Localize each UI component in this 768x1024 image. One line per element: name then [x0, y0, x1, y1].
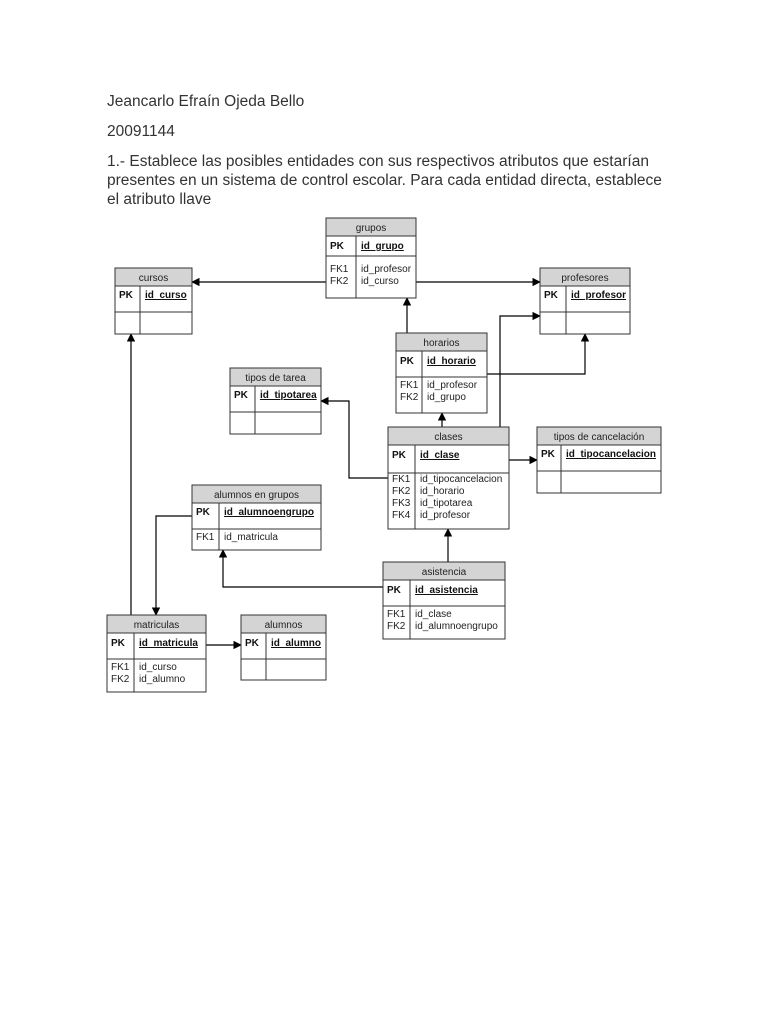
entity-title: asistencia	[422, 567, 467, 578]
entity-title: matriculas	[134, 620, 180, 631]
entity-title: profesores	[561, 273, 608, 284]
pk-attribute: id_horario	[427, 356, 476, 367]
pk-label: PK	[111, 638, 126, 649]
fk-attribute: id_matricula	[224, 532, 278, 543]
pk-attribute: id_grupo	[361, 241, 404, 252]
entity-title: tipos de cancelación	[554, 432, 645, 443]
fk-attribute: id_profesor	[420, 510, 471, 521]
entity-title: horarios	[423, 338, 459, 349]
pk-attribute: id_tipotarea	[260, 390, 317, 401]
entity-header	[325, 217, 417, 237]
relationship-horarios-to-profesores	[487, 333, 590, 375]
student-id: 20091144	[107, 123, 175, 140]
fk-attribute: id_grupo	[427, 392, 466, 403]
fk-label: FK2	[392, 486, 411, 497]
fk-attribute: id_tipocancelacion	[420, 474, 502, 485]
pk-label: PK	[400, 356, 415, 367]
pk-attribute: id_asistencia	[415, 585, 478, 596]
pk-label: PK	[245, 638, 260, 649]
fk-attribute: id_curso	[361, 276, 399, 287]
question-line-1: 1.- Establece las posibles entidades con…	[107, 153, 649, 170]
question-line-2: presentes en un sistema de control escol…	[107, 172, 662, 189]
relationship-asistencia-to-alumnos-grupos	[218, 549, 383, 588]
pk-attribute: id_alumno	[271, 638, 321, 649]
entity-title: alumnos	[265, 620, 303, 631]
pk-attribute: id_matricula	[139, 638, 198, 649]
pk-attribute: id_profesor	[571, 290, 626, 301]
entity-title: cursos	[139, 273, 168, 284]
pk-label: PK	[119, 290, 134, 301]
fk-label: FK2	[387, 621, 406, 632]
fk-label: FK3	[392, 498, 411, 509]
entity-header	[536, 426, 662, 446]
entity-header	[240, 614, 327, 634]
fk-attribute: id_horario	[420, 486, 465, 497]
author-name: Jeancarlo Efraín Ojeda Bello	[107, 93, 305, 110]
entity-title: alumnos en grupos	[214, 490, 299, 501]
fk-label: FK1	[387, 609, 406, 620]
entity-header	[114, 267, 193, 287]
fk-label: FK1	[400, 380, 419, 391]
pk-label: PK	[392, 450, 407, 461]
relationship-clases-to-profesores	[499, 311, 541, 427]
pk-attribute: id_clase	[420, 450, 460, 461]
fk-label: FK1	[392, 474, 411, 485]
entity-title: tipos de tarea	[245, 373, 306, 384]
fk-label: FK4	[392, 510, 411, 521]
relationship-alumnos-grupos-to-matriculas	[151, 515, 192, 616]
fk-label: FK1	[111, 662, 130, 673]
fk-label: FK1	[330, 264, 349, 275]
fk-label: FK1	[196, 532, 215, 543]
pk-label: PK	[330, 241, 345, 252]
fk-attribute: id_profesor	[427, 380, 478, 391]
pk-attribute: id_alumnoengrupo	[224, 507, 314, 518]
fk-attribute: id_profesor	[361, 264, 412, 275]
pk-attribute: id_curso	[145, 290, 187, 301]
fk-label: FK2	[111, 674, 130, 685]
entity-title: clases	[434, 432, 462, 443]
relationship-lines	[126, 277, 590, 650]
entity-header	[106, 614, 207, 634]
entity-header	[229, 367, 322, 387]
pk-label: PK	[196, 507, 211, 518]
fk-attribute: id_alumnoengrupo	[415, 621, 498, 632]
relationship-clases-to-tipos-tarea	[320, 396, 388, 479]
entity-header	[539, 267, 631, 287]
entity-header	[191, 484, 322, 504]
fk-attribute: id_clase	[415, 609, 452, 620]
entity-header	[395, 332, 488, 352]
entity-title: grupos	[356, 223, 387, 234]
entity-header	[382, 561, 506, 581]
fk-label: FK2	[330, 276, 349, 287]
fk-label: FK2	[400, 392, 419, 403]
fk-attribute: id_curso	[139, 662, 177, 673]
pk-attribute: id_tipocancelacion	[566, 449, 656, 460]
fk-attribute: id_alumno	[139, 674, 186, 685]
question-line-3: el atributo llave	[107, 191, 212, 208]
pk-label: PK	[541, 449, 556, 460]
entity-header	[387, 426, 510, 446]
pk-label: PK	[387, 585, 402, 596]
pk-label: PK	[544, 290, 559, 301]
pk-label: PK	[234, 390, 249, 401]
fk-attribute: id_tipotarea	[420, 498, 473, 509]
